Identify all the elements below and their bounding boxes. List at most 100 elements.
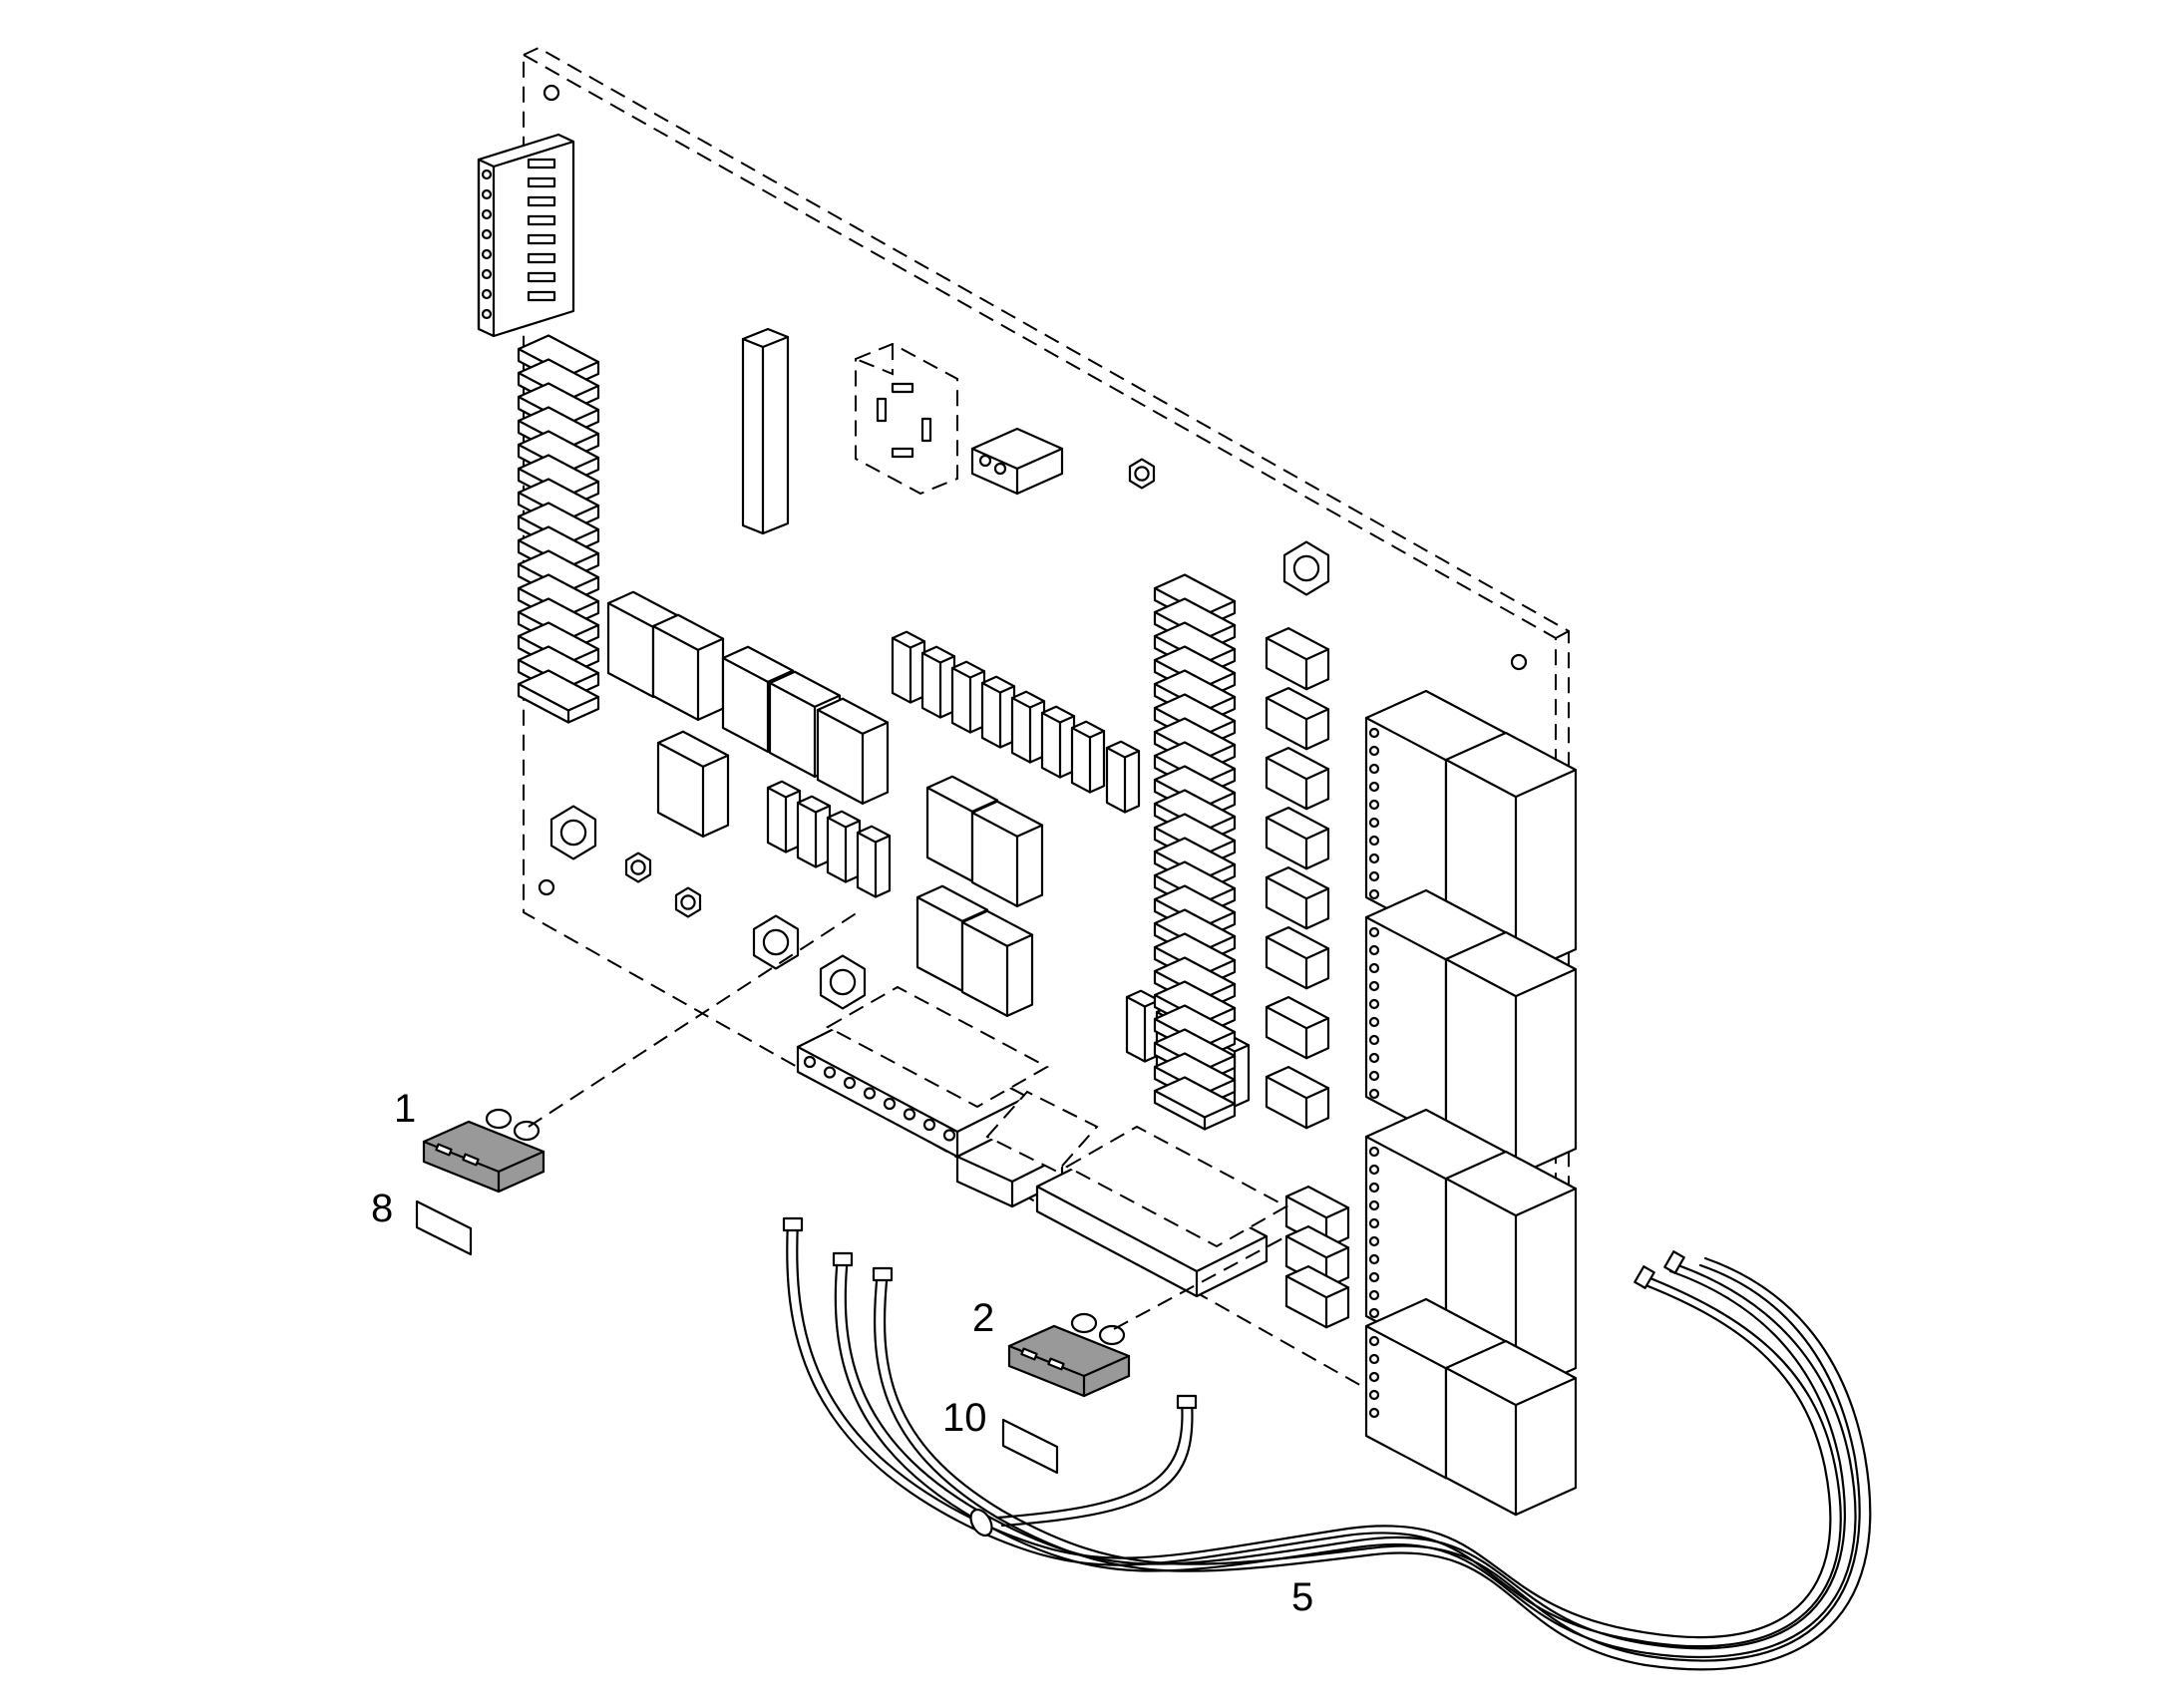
screw-head: [1292, 554, 1320, 582]
callout-2: 2: [972, 1296, 994, 1340]
terminal-hole: [1368, 817, 1380, 829]
terminal-module: [1265, 746, 1330, 811]
terminal-slot: [527, 214, 556, 226]
callout-5: 5: [1291, 1575, 1313, 1619]
fuse-1: [422, 1108, 545, 1194]
terminal-module: [1265, 1065, 1330, 1130]
left-terminal-stack: [517, 334, 600, 724]
screw-head: [559, 819, 587, 847]
terminal-hole: [1368, 1199, 1380, 1211]
standoff: [549, 805, 597, 860]
terminal-hole: [1368, 1146, 1380, 1158]
terminal-module: [1265, 626, 1330, 691]
terminal-hole: [1368, 1164, 1380, 1176]
wire-terminal: [1634, 1265, 1655, 1289]
terminal-slot: [527, 271, 556, 283]
terminal-hole: [481, 169, 493, 180]
screw-head: [630, 859, 646, 875]
standoffs: [549, 458, 1330, 1010]
terminal-module: [1265, 865, 1330, 930]
screw-head: [829, 968, 857, 996]
terminal-hole: [1368, 799, 1380, 811]
terminal-hole: [1368, 1407, 1380, 1419]
terminal-hole: [1368, 1182, 1380, 1194]
relay: [970, 800, 1044, 907]
terminal-module: [1265, 925, 1330, 990]
connector-hole: [823, 1066, 837, 1079]
terminal-slot: [527, 176, 556, 188]
wire-terminal: [872, 1266, 894, 1282]
connector-hole: [863, 1087, 877, 1100]
terminal-hole: [1368, 870, 1380, 882]
terminal-hole: [1368, 1253, 1380, 1265]
small-relay: [856, 825, 892, 898]
terminal-hole: [1368, 1289, 1380, 1301]
standoff: [819, 954, 867, 1010]
label-8-tag: [415, 1199, 473, 1256]
terminal-hole: [1368, 1034, 1380, 1046]
terminal-module: [1265, 806, 1330, 870]
terminal-hole: [481, 248, 493, 260]
mount-hole: [543, 84, 560, 102]
standoff: [1128, 458, 1156, 490]
connector-hole: [903, 1108, 916, 1121]
small-relay: [1070, 720, 1106, 794]
terminal-hole: [1368, 1088, 1380, 1100]
label-10-tag: [1001, 1418, 1059, 1475]
terminal-hole: [1368, 888, 1380, 900]
mount-hole: [1510, 653, 1528, 671]
terminal-hole: [1368, 1307, 1380, 1319]
terminal-hole: [1368, 1389, 1380, 1401]
terminal-hole: [481, 288, 493, 300]
terminal-hole: [1368, 1070, 1380, 1082]
terminal-hole: [481, 308, 493, 320]
terminal-hole: [1368, 763, 1380, 775]
connector-hole: [843, 1076, 857, 1090]
terminal-hole: [1368, 962, 1380, 974]
terminal-hole: [1368, 727, 1380, 739]
terminal-hole: [1368, 745, 1380, 757]
terminal-hole: [1368, 944, 1380, 956]
standoff: [624, 852, 652, 883]
terminal-block-top: [477, 133, 575, 338]
terminal-module: [1265, 995, 1330, 1060]
screw-head: [762, 928, 790, 956]
terminal-block: [1444, 1339, 1578, 1517]
connector-hole: [803, 1055, 817, 1069]
mount-hole: [538, 878, 555, 896]
right-terminal-blocks: [1265, 626, 1578, 1517]
terminal-module: [1284, 1264, 1350, 1329]
relay: [960, 909, 1034, 1017]
terminal-hole: [481, 208, 493, 220]
bottom-connector-3pin: [955, 1090, 1099, 1208]
small-relay: [1105, 740, 1141, 814]
callout-8: 8: [371, 1187, 393, 1230]
terminal-hole: [1368, 1217, 1380, 1229]
wire-terminal: [1663, 1250, 1685, 1274]
terminal-module: [1265, 686, 1330, 751]
connector-holes: [803, 1055, 956, 1142]
terminal-hole: [1368, 1016, 1380, 1028]
standoff: [1282, 540, 1330, 596]
bottom-connector-wide: [1035, 1125, 1289, 1298]
terminal-slot: [527, 195, 556, 207]
wire-terminal: [832, 1251, 854, 1267]
wire-terminal: [1176, 1394, 1198, 1410]
terminal-hole: [1368, 781, 1380, 793]
screw-head: [680, 894, 696, 910]
connector-hole: [883, 1097, 897, 1111]
terminal-hole: [1368, 1335, 1380, 1347]
terminal-hole: [1368, 1271, 1380, 1283]
two-pin-connector: [970, 427, 1064, 496]
leader-line-fuse-2: [1113, 1235, 1287, 1330]
standoff: [752, 914, 800, 970]
relay: [656, 730, 730, 838]
wire-terminal: [782, 1216, 804, 1232]
terminal-hole: [1368, 835, 1380, 847]
leader-line-fuse-1: [528, 911, 859, 1128]
terminal-holes: [481, 158, 556, 320]
relay-socket-top: [855, 342, 958, 496]
terminal-module: [1153, 1076, 1237, 1131]
terminal-hole: [1368, 926, 1380, 938]
